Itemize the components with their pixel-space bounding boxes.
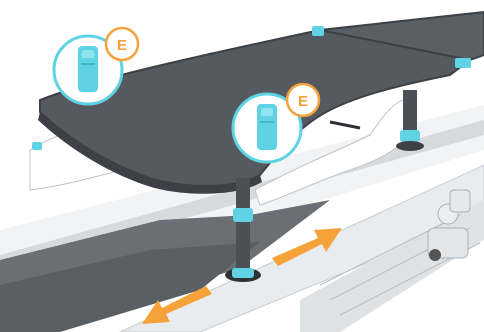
callout-1: E [52,26,140,106]
cyan-clip-icon [257,104,277,150]
board-end-clip [455,58,471,68]
orange-arrow-down-left-icon [142,286,212,324]
board-side-clip [32,142,42,150]
front-post [225,178,261,282]
board-joint-clip [312,26,324,36]
rear-post [396,90,424,151]
callout-letter-2: E [298,93,308,110]
callout-2: E [231,82,321,164]
orange-arrow-up-right-icon [272,228,342,266]
cyan-clip-icon [78,46,98,92]
rail-clamp [427,189,471,261]
callout-letter-1: E [117,37,127,54]
